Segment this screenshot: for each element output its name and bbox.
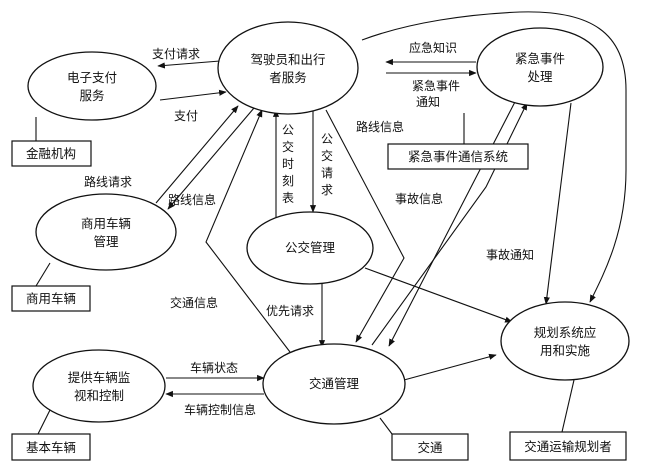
flow-traffic-to-planning xyxy=(403,353,497,381)
label-transit-schedule-2: 交 xyxy=(282,139,294,154)
label-priority-request: 优先请求 xyxy=(266,304,314,318)
external-commercial-vehicles-label: 商用车辆 xyxy=(26,291,76,306)
flow-emergency-to-planning xyxy=(543,102,572,305)
label-accident-notice: 事故通知 xyxy=(486,247,534,262)
flow-lines xyxy=(155,11,627,398)
tie-traffic xyxy=(379,417,393,435)
node-electronic-payment-label-2: 服务 xyxy=(79,88,104,103)
external-planner-label: 交通运输规划者 xyxy=(524,439,612,454)
flow-traffic-info xyxy=(205,109,291,353)
external-traffic: 交通 xyxy=(391,433,469,461)
label-traffic-info: 交通信息 xyxy=(170,295,218,310)
label-route-info-commercial: 路线信息 xyxy=(168,192,216,207)
node-vehicle-monitoring-control: 提供车辆监 视和控制 xyxy=(32,349,166,423)
node-electronic-payment-label-1: 电子支付 xyxy=(67,70,117,85)
external-emergency-comm-label: 紧急事件通信系统 xyxy=(408,149,508,164)
flow-accident-info xyxy=(371,102,528,346)
external-basic-vehicle-label: 基本车辆 xyxy=(26,440,76,455)
external-emergency-comm: 紧急事件通信系统 xyxy=(387,143,529,170)
flow-payment-request xyxy=(157,60,221,69)
tie-basic-vehicle xyxy=(37,409,51,435)
external-traffic-label: 交通 xyxy=(417,440,443,455)
node-planning-label-2: 用和实施 xyxy=(540,343,591,358)
label-transit-schedule-4: 刻 xyxy=(282,174,294,188)
node-electronic-payment: 电子支付 服务 xyxy=(27,51,157,121)
node-planning-label-1: 规划系统应 xyxy=(534,325,597,340)
external-finance-label: 金融机构 xyxy=(26,146,76,161)
flow-route-request xyxy=(155,105,239,204)
node-commercial-vehicle-label-2: 管理 xyxy=(93,234,119,249)
tie-planner xyxy=(561,379,575,433)
node-emergency-handling-label-1: 紧急事件 xyxy=(515,51,565,66)
node-driver-traveler-label-1: 驾驶员和出行 xyxy=(250,52,325,67)
node-commercial-vehicle-label-1: 商用车辆 xyxy=(81,216,131,231)
label-emergency-notice-2: 通知 xyxy=(416,95,440,109)
external-finance: 金融机构 xyxy=(11,140,92,167)
flow-accident-notice xyxy=(388,97,518,347)
flow-driver-to-planning xyxy=(361,11,627,303)
label-emergency-knowledge: 应急知识 xyxy=(409,40,457,55)
external-basic-vehicle: 基本车辆 xyxy=(11,433,91,461)
external-ties xyxy=(35,113,575,435)
label-accident-info: 事故信息 xyxy=(395,191,443,206)
external-commercial-vehicles: 商用车辆 xyxy=(11,285,91,312)
label-route-info: 路线信息 xyxy=(356,119,404,134)
node-traffic-management: 交通管理 xyxy=(262,343,406,425)
label-vehicle-status: 车辆状态 xyxy=(190,360,238,375)
node-transit-management: 公交管理 xyxy=(246,211,374,285)
flow-transit-to-planning xyxy=(364,267,513,323)
label-payment: 支付 xyxy=(174,109,198,123)
label-transit-request-2: 交 xyxy=(321,148,333,163)
label-emergency-notice-1: 紧急事件 xyxy=(412,78,460,93)
node-emergency-handling: 紧急事件 处理 xyxy=(476,27,604,107)
label-transit-request-3: 请 xyxy=(321,166,333,180)
node-vehicle-monitoring-label-1: 提供车辆监 xyxy=(68,370,131,385)
node-traffic-management-label: 交通管理 xyxy=(309,376,360,391)
label-transit-schedule-1: 公 xyxy=(282,123,294,137)
label-vehicle-control-info: 车辆控制信息 xyxy=(184,402,256,417)
flow-route-info-commercial xyxy=(167,107,255,210)
node-commercial-vehicle-management: 商用车辆 管理 xyxy=(35,193,177,271)
flow-route-info xyxy=(325,109,405,343)
label-transit-request-4: 求 xyxy=(321,183,333,197)
flow-payment xyxy=(159,89,227,101)
node-vehicle-monitoring-label-2: 视和控制 xyxy=(74,388,124,403)
tie-commercial-vehicles xyxy=(35,262,51,287)
label-transit-schedule-3: 时 xyxy=(282,157,294,171)
external-planner: 交通运输规划者 xyxy=(509,431,627,461)
node-planning-system: 规划系统应 用和实施 xyxy=(500,301,630,381)
node-driver-traveler-label-2: 者服务 xyxy=(269,70,307,85)
node-transit-management-label: 公交管理 xyxy=(285,240,336,255)
node-emergency-handling-label-2: 处理 xyxy=(527,69,553,84)
label-payment-request: 支付请求 xyxy=(152,47,200,61)
flow-labels: 支付请求 支付 应急知识 紧急事件 通知 路线请求 路线信息 公 交 时 刻 表… xyxy=(84,40,534,417)
label-transit-schedule-5: 表 xyxy=(282,191,294,205)
label-transit-request-1: 公 xyxy=(321,132,333,146)
label-route-request: 路线请求 xyxy=(84,174,132,189)
node-driver-traveler-services: 驾驶员和出行 者服务 xyxy=(217,21,359,115)
